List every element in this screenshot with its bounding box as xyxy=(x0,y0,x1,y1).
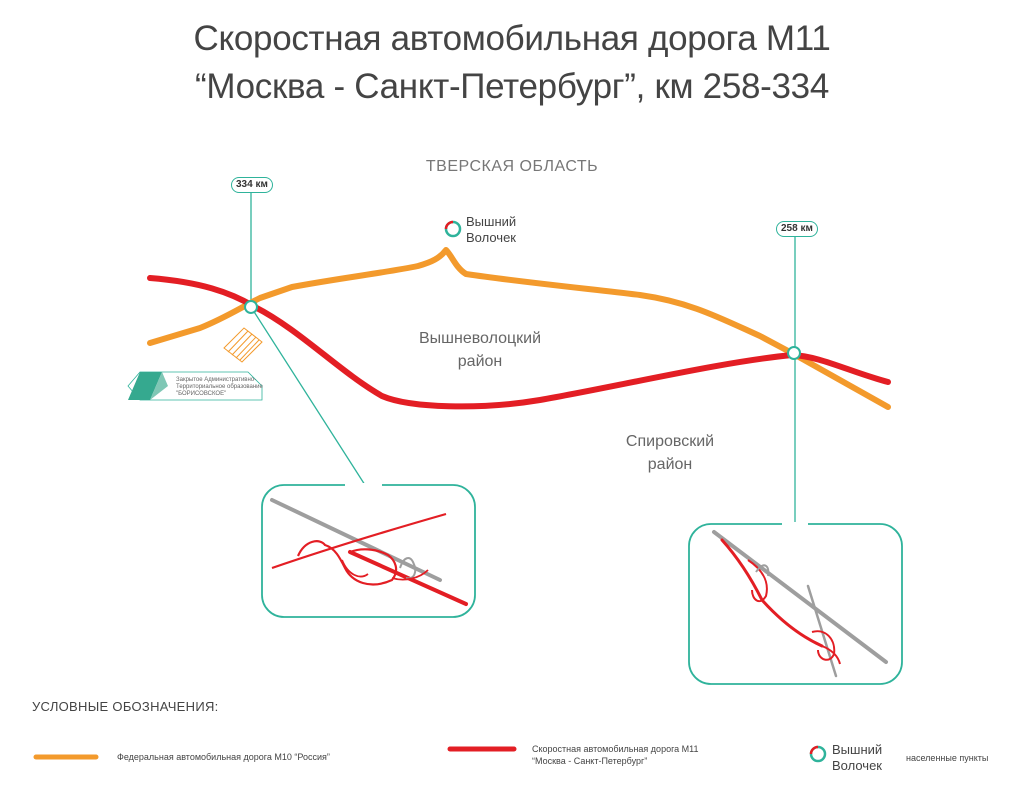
callout-connector-left xyxy=(250,306,366,486)
zato-label-line2: Территориальное образование xyxy=(176,384,263,390)
callout-interchange-334 xyxy=(261,483,476,618)
district-spirovsky-line2: район xyxy=(647,456,693,473)
district-vyshnevolotsky: Вышневолоцкий район xyxy=(400,327,560,373)
restricted-zone-icon xyxy=(223,327,263,363)
region-label: ТВЕРСКАЯ ОБЛАСТЬ xyxy=(425,158,599,175)
city-label: Вышний Волочек xyxy=(466,214,516,246)
callout-interchange-258 xyxy=(688,522,903,685)
map-title-line1: Скоростная автомобильная дорога М11 xyxy=(193,19,831,58)
legend-settlements-label: населенные пункты xyxy=(906,753,989,763)
km258-junction-marker[interactable] xyxy=(787,346,801,360)
city-label-line2: Волочек xyxy=(466,230,516,245)
legend-m11-label: Скоростная автомобильная дорога М11 “Мос… xyxy=(532,743,699,767)
km334-tag: 334 км xyxy=(231,177,273,193)
city-label-line1: Вышний xyxy=(466,214,517,229)
district-spirovsky-line1: Спировский xyxy=(625,433,715,450)
zato-label-line3: "БОРИСОВСКОЕ" xyxy=(176,391,227,397)
district-spirovsky: Спировский район xyxy=(590,430,750,476)
legend-m10-label: Федеральная автомобильная дорога М10 “Ро… xyxy=(117,752,330,762)
km258-tag: 258 км xyxy=(776,221,818,237)
district-vyshnevolotsky-line1: Вышневолоцкий xyxy=(418,330,542,347)
legend-city-label-line1: Вышний xyxy=(832,742,883,757)
zato-icon xyxy=(127,371,263,401)
legend-city-label: Вышний Волочек xyxy=(832,742,882,774)
map-title-line2: “Москва - Санкт-Петербург”, км 258-334 xyxy=(195,67,829,106)
m10-road xyxy=(147,247,891,410)
legend-heading: УСЛОВНЫЕ ОБОЗНАЧЕНИЯ: xyxy=(32,699,219,714)
legend-city-label-line2: Волочек xyxy=(832,758,882,773)
zato-label: Закрытое Административно- Территориально… xyxy=(176,377,263,398)
legend-m11-label-line2: “Москва - Санкт-Петербург” xyxy=(532,756,648,766)
legend-m11-label-line1: Скоростная автомобильная дорога М11 xyxy=(532,744,699,754)
district-vyshnevolotsky-line2: район xyxy=(457,353,503,370)
vyshny-volochek-city-icon[interactable] xyxy=(444,220,462,238)
zato-label-line1: Закрытое Административно- xyxy=(176,377,257,383)
legend-city-icon xyxy=(809,745,827,763)
km334-junction-marker[interactable] xyxy=(244,300,258,314)
